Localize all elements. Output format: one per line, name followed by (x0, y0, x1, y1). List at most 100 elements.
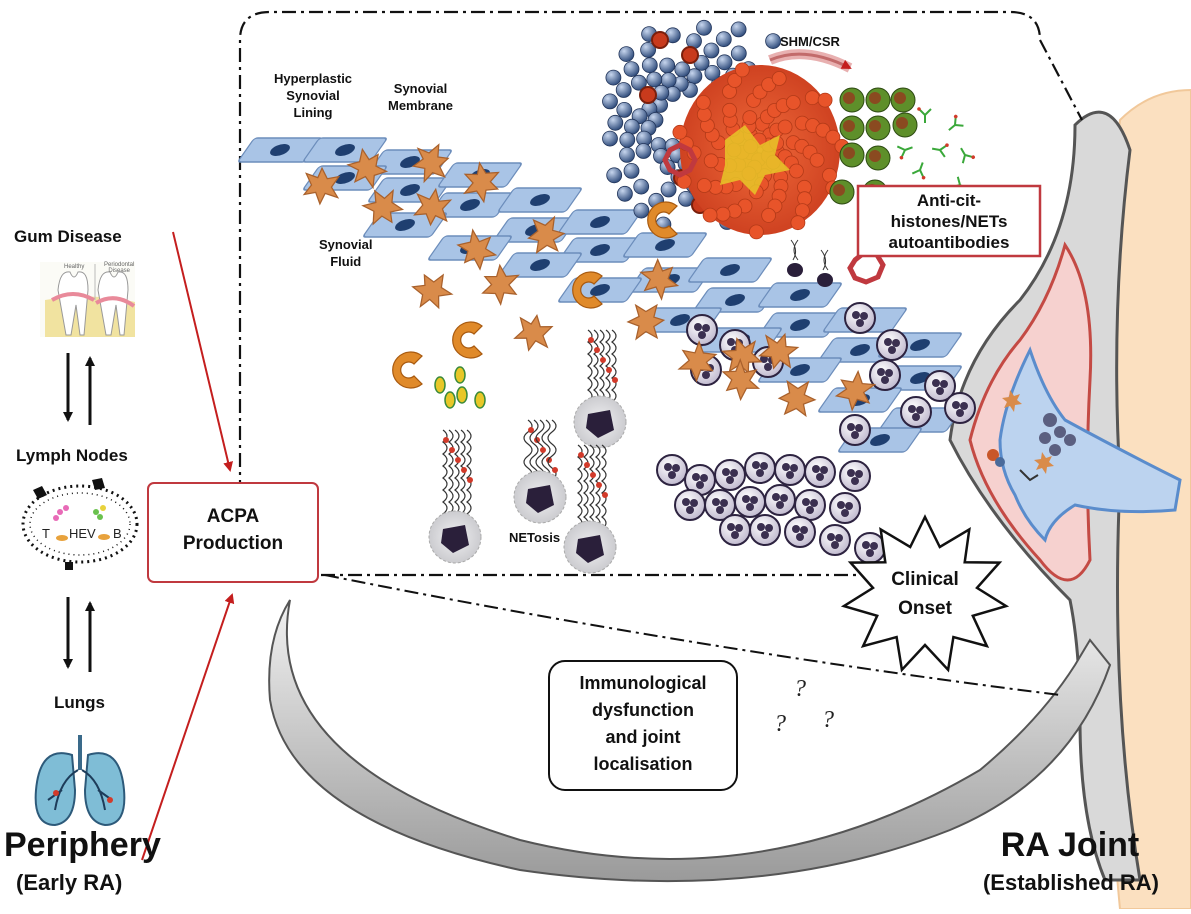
antibody-icon (896, 145, 913, 160)
plasma-cell-icon (892, 112, 918, 138)
lymph-hev-label: HEV (69, 526, 96, 541)
b-cell-icon (607, 114, 624, 131)
gum-disease-label: Gum Disease (14, 227, 122, 246)
fluid-line-1: Synovial (319, 237, 373, 252)
immuno-label: Immunological dysfunction and joint loca… (549, 670, 737, 778)
b-cell-icon (618, 46, 635, 62)
neutrophil-icon (839, 460, 871, 492)
netosis-label: NETosis (509, 530, 561, 545)
question-mark-2: ? (774, 711, 786, 737)
neutrophil-icon (774, 454, 806, 486)
b-cell-icon (641, 57, 658, 74)
hyperplastic-line-3: Lining (293, 105, 333, 120)
c-shaped-cells (392, 201, 678, 409)
germinal-cell (715, 206, 731, 222)
membrane-label: Synovial Membrane (388, 80, 453, 114)
net-strand-icon (817, 249, 833, 287)
clinical-onset-label: Clinical Onset (855, 565, 995, 623)
net-strand-icon (787, 239, 803, 277)
germinal-cell (825, 129, 841, 145)
anti-cit-box (856, 184, 1042, 258)
macrophage-icon (513, 313, 554, 352)
germinal-cell (749, 224, 764, 240)
lymphocyte-icon (434, 376, 446, 394)
neutrophil-icon (719, 514, 751, 546)
gum-periodontal-label: Periodontal Disease (104, 262, 134, 274)
antibody-icon (960, 147, 975, 164)
gum-healthy-label: Healthy (64, 264, 85, 270)
germinal-cell (703, 153, 719, 169)
b-cell-icon (619, 131, 636, 148)
macrophage-icon (463, 161, 500, 204)
early-ra-subtitle: (Early RA) (16, 870, 123, 895)
b-cell-icon (635, 143, 652, 159)
b-cell-icon (605, 69, 622, 86)
b-cell-icon (631, 74, 647, 91)
macrophage-icon (834, 369, 877, 412)
antibody-icon (931, 143, 949, 158)
b-cell-icon (602, 93, 618, 110)
germinal-cell (790, 215, 806, 231)
neutrophil-icon (749, 514, 781, 546)
b-cell-icon (633, 178, 650, 195)
lung-icon (34, 735, 126, 827)
neutrophil-icon (900, 396, 932, 428)
neutrophil-icon (804, 456, 836, 488)
synoviocyte-icon (688, 257, 772, 283)
immuno-line-2: dysfunction (592, 700, 694, 720)
fluid-line-2: Fluid (330, 254, 362, 269)
fluid-label: Synovial Fluid (319, 236, 372, 270)
hyperplastic-line-2: Synovial (286, 88, 340, 103)
synovium-zoom-outline (238, 10, 1083, 696)
germinal-cell (696, 178, 712, 193)
b-cell-icon (633, 202, 650, 219)
lymph-nodes-label: Lymph Nodes (16, 446, 128, 465)
germinal-cell (809, 152, 825, 168)
membrane-line-2: Membrane (388, 98, 454, 113)
neutrophil-icon (819, 524, 851, 556)
macrophage-icon (456, 228, 498, 271)
tooth-icon (40, 262, 136, 337)
germinal-cell (822, 167, 837, 183)
synoviocyte-icon (363, 212, 447, 238)
b-cell-icon (640, 42, 656, 58)
net-strand-icon (428, 239, 833, 574)
germinal-cell (789, 163, 804, 179)
germinal-cell (742, 110, 758, 125)
b-cell-icon (660, 181, 677, 198)
germinal-cell (785, 95, 801, 110)
hyperplastic-line-1: Hyperplastic (274, 71, 353, 86)
ra-joint-title: RA Joint (1000, 826, 1140, 864)
hyperplastic-label: Hyperplastic Synovial Lining (274, 70, 352, 121)
clinical-line-2: Onset (898, 598, 952, 619)
neutrophil-icon (784, 516, 816, 548)
anti-line-3: autoantibodies (888, 233, 1010, 252)
neutrophil-icon (714, 459, 746, 491)
anti-cit-label: Anti-cit- histones/NETs autoantibodies (858, 190, 1040, 253)
c-shaped-cell (452, 321, 483, 359)
antibody-icon (911, 162, 926, 180)
plasma-cell-icon (829, 179, 855, 205)
b-cell-icon (730, 21, 747, 38)
macrophage-icon (639, 257, 680, 301)
b-cell-icon (704, 65, 721, 81)
plasma-cell-icon (865, 115, 891, 141)
acpa-line-2: Production (182, 533, 284, 554)
immuno-line-3: and joint (605, 727, 681, 747)
neutrophil-icon (854, 532, 886, 564)
c-shaped-cell (572, 271, 603, 309)
neutrophil-icon (734, 486, 766, 518)
macrophage-icon (626, 303, 666, 341)
membrane-line-1: Synovial (393, 81, 448, 96)
b-cell-icon (716, 54, 733, 71)
germinal-cell (804, 90, 820, 106)
established-ra-subtitle: (Established RA) (982, 870, 1160, 895)
antibody-icon (896, 107, 975, 190)
periodontal-line-2: Disease (108, 268, 131, 274)
b-cell-icon (623, 162, 640, 179)
c-shaped-cell (647, 201, 678, 239)
net-strand-icon (563, 444, 617, 574)
b-cell-icon (674, 61, 691, 78)
